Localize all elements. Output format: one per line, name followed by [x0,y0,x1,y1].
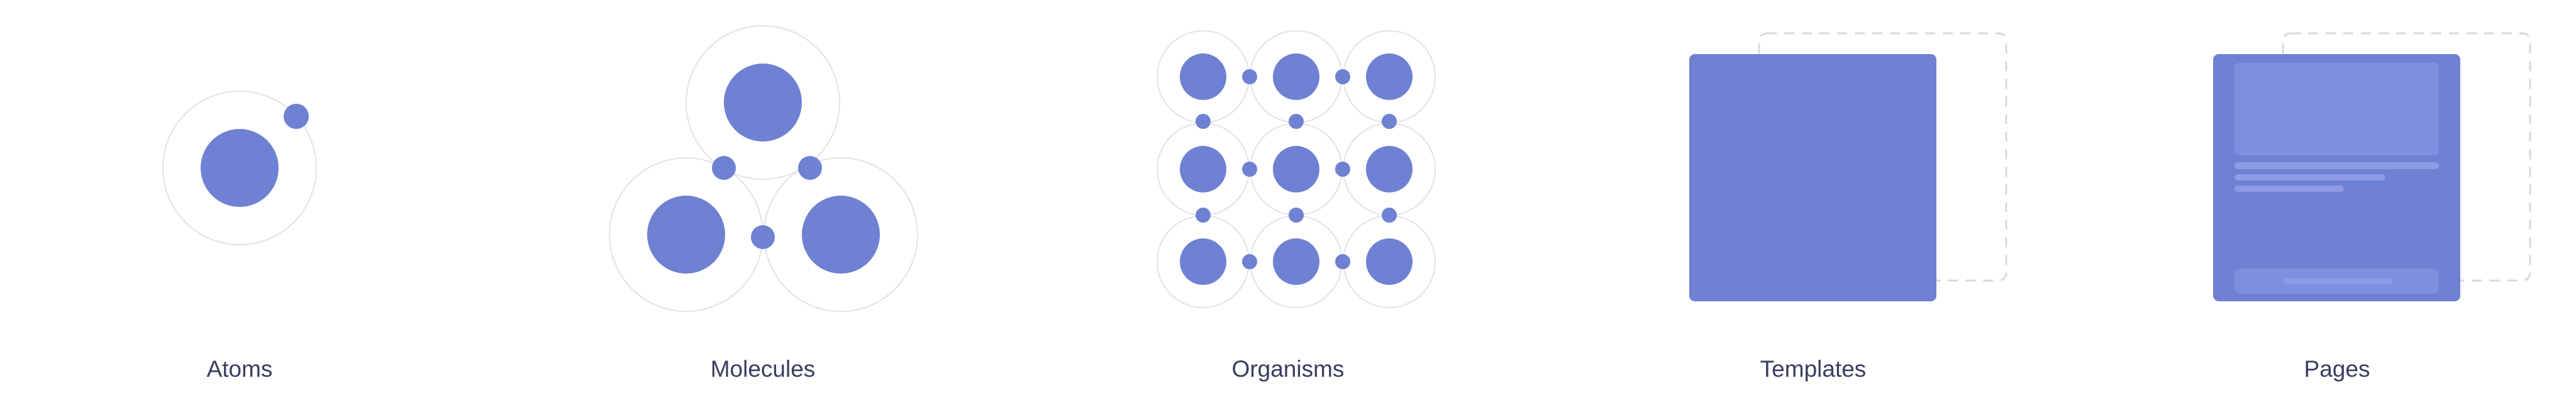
template-card-icon [1689,32,2007,301]
page-hero-block [2235,63,2439,155]
atom-electron [284,104,309,129]
page-footer-line [2283,279,2393,284]
template-card [1689,54,1936,301]
molecule-icon [609,25,918,312]
page-card-icon [2213,32,2531,301]
molecule-nucleus [724,64,802,142]
molecule-ring [686,25,840,180]
stage-label-atoms: Atoms [206,356,273,382]
stage-label-templates: Templates [1760,356,1867,382]
page-text-line [2235,162,2439,169]
organism-bond [1196,208,1211,223]
page-text-line [2235,186,2344,192]
stage-label-organisms: Organisms [1231,356,1345,382]
molecule-nucleus [647,196,725,274]
molecule-bond [751,225,775,249]
organism-bond [1382,114,1397,129]
organism-bond [1335,162,1350,177]
organism-grid-icon [1157,30,1436,308]
organism-nucleus [1180,146,1226,192]
stage-label-pages: Pages [2304,356,2370,382]
organism-nucleus [1273,146,1319,192]
organism-nucleus [1366,146,1413,192]
organism-nucleus [1366,53,1413,100]
organism-nucleus [1180,238,1226,285]
organism-bond [1289,208,1304,223]
organism-bond [1242,254,1257,269]
organism-bond [1242,162,1257,177]
organism-nucleus [1180,53,1226,100]
organism-bond [1335,254,1350,269]
organism-nucleus [1273,53,1319,100]
organism-bond [1242,69,1257,84]
stage-label-molecules: Molecules [710,356,816,382]
molecule-nucleus [802,196,880,274]
organism-bond [1335,69,1350,84]
molecule-bond [798,156,822,180]
page-text-line [2235,174,2385,181]
molecule-bond [712,156,736,180]
atom-icon [162,91,317,245]
organism-bond [1196,114,1211,129]
organism-bond [1289,114,1304,129]
organism-nucleus [1273,238,1319,285]
atom-ring [162,91,317,245]
organism-bond [1382,208,1397,223]
atom-nucleus [201,129,279,207]
organism-nucleus [1366,238,1413,285]
